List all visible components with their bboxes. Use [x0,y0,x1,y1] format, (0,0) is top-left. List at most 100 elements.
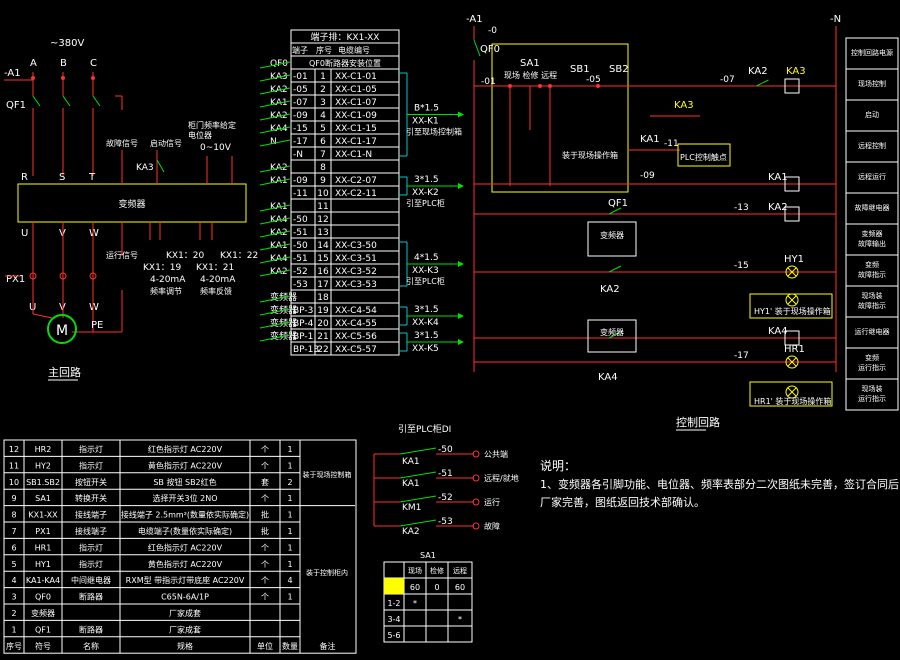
terminal-node: -51 [293,228,308,238]
sa1-col-header: 远程 [453,566,467,575]
cable-arrow-head [458,313,464,319]
cable-dest: 引至PLC柜 [406,198,445,208]
qf1-blade [62,95,71,107]
bom-header: 符号 [35,641,51,651]
motor-symbol [47,314,77,344]
px1-label: PX1 [6,274,25,285]
terminal-feed-arrow [259,113,291,121]
ka4-coil [784,330,800,346]
sb2-label: SB2 [609,64,629,75]
terminal-feed-arrow [259,165,291,173]
hy1-label: HY1 [784,254,804,265]
sa1-highlight-cell [384,578,404,594]
bom-cell: 断路器 [79,592,103,602]
freq-fb-label: 频率反馈 [200,286,232,296]
terminal-feed-arrow [259,204,291,212]
terminal-index: 2 [320,85,326,95]
node-01: -01 [481,77,496,87]
ctrl-n-label: -N [830,14,841,25]
rst-label: T [88,172,96,183]
notes-line: 1、变频器各引脚功能、电位器、频率表部分二次图纸未完善，签订合同后，由 [540,477,900,491]
node-07: -07 [720,75,735,85]
bom-cell: 1 [287,560,292,569]
terminal-node: BP-4 [293,319,314,329]
legend-text: 故障指示 [858,301,886,310]
vfd-run-contact-blade [608,331,622,339]
bom-cell: KX1-XX [28,511,58,520]
bom-cell: 批 [261,526,269,536]
bom-remark-bottom: 装于控制柜内 [306,568,348,577]
uvw-top-label: W [89,228,99,239]
hr1p-label: HR1' 装于现场操作箱 [754,396,831,406]
sa1-table-title: SA1 [420,551,436,560]
qf1-blade [32,95,41,107]
bom-cell: 1 [287,527,292,536]
ka3-coil-label: KA3 [786,66,806,77]
bom-cell: 7 [11,527,16,536]
bom-cell: QF1 [35,625,51,634]
hy1-lamp [785,265,799,279]
pot-header-label: 柜门频率给定 [188,120,236,130]
cable-name: XX-K1 [412,117,439,127]
terminal-cable: XX-C1-15 [335,124,377,134]
terminal-index: 17 [317,280,328,290]
legend-text: 运行指示 [858,394,886,403]
terminal-feed-arrow [259,295,291,303]
cable-name: XX-K2 [412,188,439,198]
bom-cell: 断路器 [79,624,103,634]
phase-dot [61,76,65,80]
bom-header: 备注 [320,641,336,651]
terminal-index: 11 [317,202,328,212]
bom-cell: KA1-KA4 [26,576,60,585]
bom-table [3,439,357,654]
bom-cell: 指示灯 [79,444,103,454]
bom-cell: 9 [11,494,16,503]
terminal-index: 21 [317,332,328,342]
cable-spec: 3*1.5 [414,175,439,185]
terminal-row [290,341,400,356]
terminal-cable: XX-C5-56 [335,332,377,342]
ka3-main-label: KA3 [136,163,154,173]
terminal-cable: XX-C3-50 [335,241,377,251]
terminal-index: 18 [317,293,329,303]
bom-header: 名称 [83,641,99,651]
ka1-plc-label: KA1 [640,134,660,145]
terminal-feed-arrow [259,334,291,342]
node-17: -17 [734,351,749,361]
bom-cell: 1 [287,461,292,470]
terminal-node: -17 [293,137,308,147]
fault-signal-label: 故障信号 [106,138,138,148]
terminal-title: 端子排：KX1-XX [311,31,380,43]
cable-arrow-head [458,261,464,267]
cable-spec: 4*1.5 [414,253,439,263]
notes-line: 厂家完善，图纸返回技术部确认。 [540,495,705,509]
sa1-cell: 0 [434,583,439,592]
terminal-feed-arrow [259,230,291,238]
terminal-feed-arrow [259,87,291,95]
bom-cell: HR1 [35,543,52,552]
bom-cell: 黄色指示灯 AC220V [148,559,223,569]
terminal-index: 12 [317,215,328,225]
main-a1-label: -A1 [4,68,21,79]
bom-cell: 指示灯 [79,460,103,470]
vfd-run-box [587,319,637,353]
legend-text: 变频器 [862,229,883,238]
bom-cell: 电缆端子(数量依实际确定) [138,526,232,536]
plc-di-text: 故障 [484,521,500,531]
kx1-20-label: KX1：20 [166,251,205,261]
bom-cell: 1 [11,625,16,634]
terminal-feed-arrow [259,100,291,108]
terminal-feed-arrow [259,243,291,251]
bom-cell: 指示灯 [79,542,103,552]
plc-point-box [677,143,731,167]
plc-relay-label: KA1 [402,457,420,467]
terminal-index: 5 [320,124,326,134]
bom-header: 规格 [177,641,193,651]
start-signal-label: 启动信号 [150,138,182,148]
legend-text: 远程运行 [858,172,886,181]
bom-cell: C65N-6A/1P [161,593,209,602]
bom-cell: 个 [261,461,269,470]
terminal-cable: XX-C3-53 [335,280,377,290]
plc-di-text: 运行 [484,497,500,507]
